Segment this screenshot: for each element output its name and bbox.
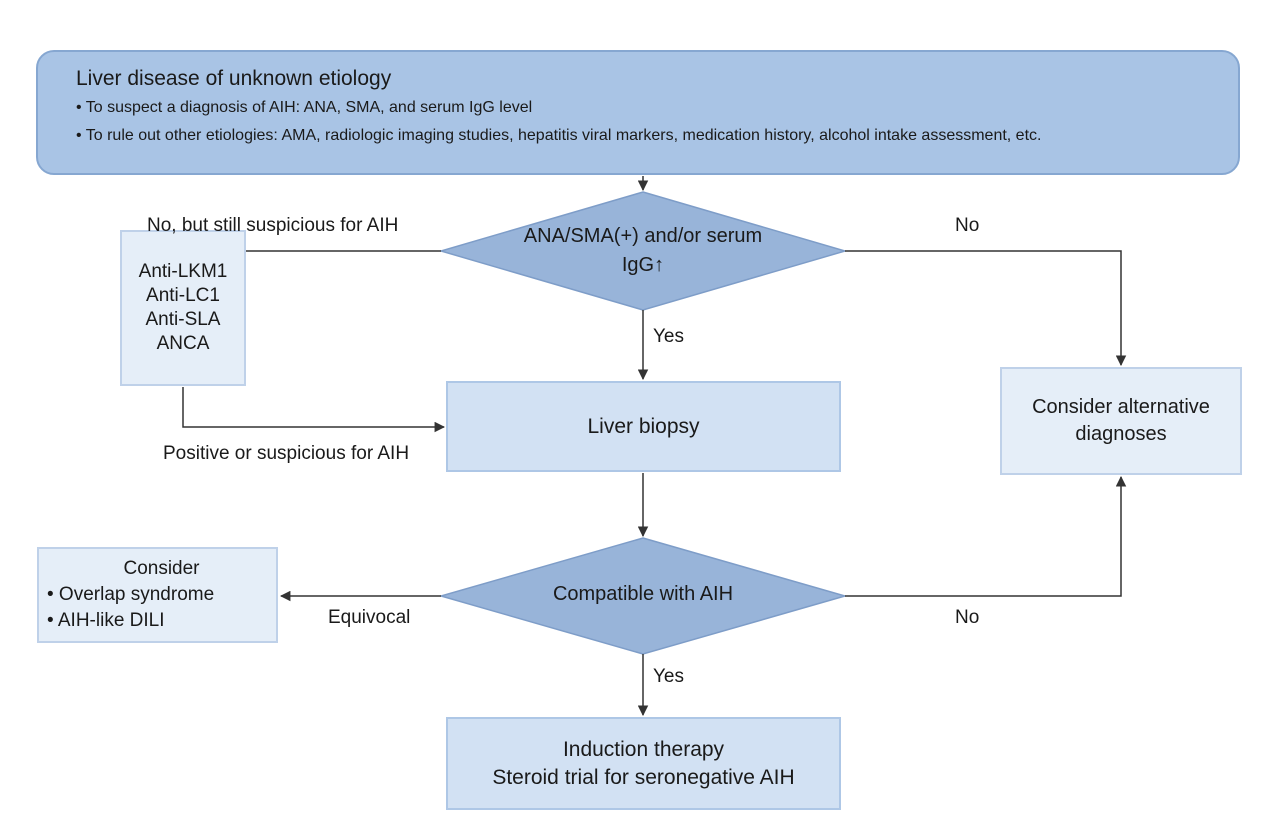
alternative-diagnoses-box: Consider alternative diagnoses [1000,367,1242,475]
edge-label-no-bottom: No [955,607,980,628]
overlap-item: • AIH-like DILI [47,610,165,631]
antibody-item: Anti-LC1 [146,285,220,306]
induction-therapy-box: Induction therapy Steroid trial for sero… [446,717,841,810]
alternative-line1: Consider alternative [1032,396,1210,418]
start-bullet-suspect: • To suspect a diagnosis of AIH: ANA, SM… [76,99,533,116]
antibody-item: Anti-LKM1 [138,261,228,282]
overlap-title: Consider [123,558,200,579]
decision1-line1: ANA/SMA(+) and/or serum [523,225,763,247]
edge-label-yes-top: Yes [653,326,684,347]
edge-antibodies-to-biopsy [182,387,446,433]
decision1-text: ANA/SMA(+) and/or serum IgG↑ [493,222,793,280]
start-bullet-rule-out: • To rule out other etiologies: AMA, rad… [76,127,1042,144]
liver-biopsy-box: Liver biopsy [446,381,841,472]
decision1-line2: IgG↑ [621,254,665,276]
induction-line2: Steroid trial for seronegative AIH [492,765,795,789]
edge-decision2-to-alternative [845,475,1127,597]
edge-label-no-top: No [955,215,980,236]
decision2-text: Compatible with AIH [493,580,793,609]
overlap-item: • Overlap syndrome [47,584,215,605]
alternative-line2: diagnoses [1075,423,1167,445]
antibody-item: Anti-SLA [145,309,221,330]
edge-label-yes-bottom: Yes [653,666,684,687]
start-box: Liver disease of unknown etiology • To s… [36,50,1240,175]
decision2-label: Compatible with AIH [552,583,734,605]
antibody-test-box: Anti-LKM1 Anti-LC1 Anti-SLA ANCA [120,230,246,386]
start-title: Liver disease of unknown etiology [76,67,392,90]
edge-decision1-to-alternative [845,250,1127,367]
edge-label-still-suspicious: No, but still suspicious for AIH [147,215,399,236]
induction-line1: Induction therapy [562,737,725,761]
edge-label-positive: Positive or suspicious for AIH [163,443,410,464]
antibody-item: ANCA [156,333,210,354]
overlap-consider-box: Consider • Overlap syndrome • AIH-like D… [37,547,278,643]
edge-label-equivocal: Equivocal [328,607,411,628]
liver-biopsy-label: Liver biopsy [587,414,700,438]
